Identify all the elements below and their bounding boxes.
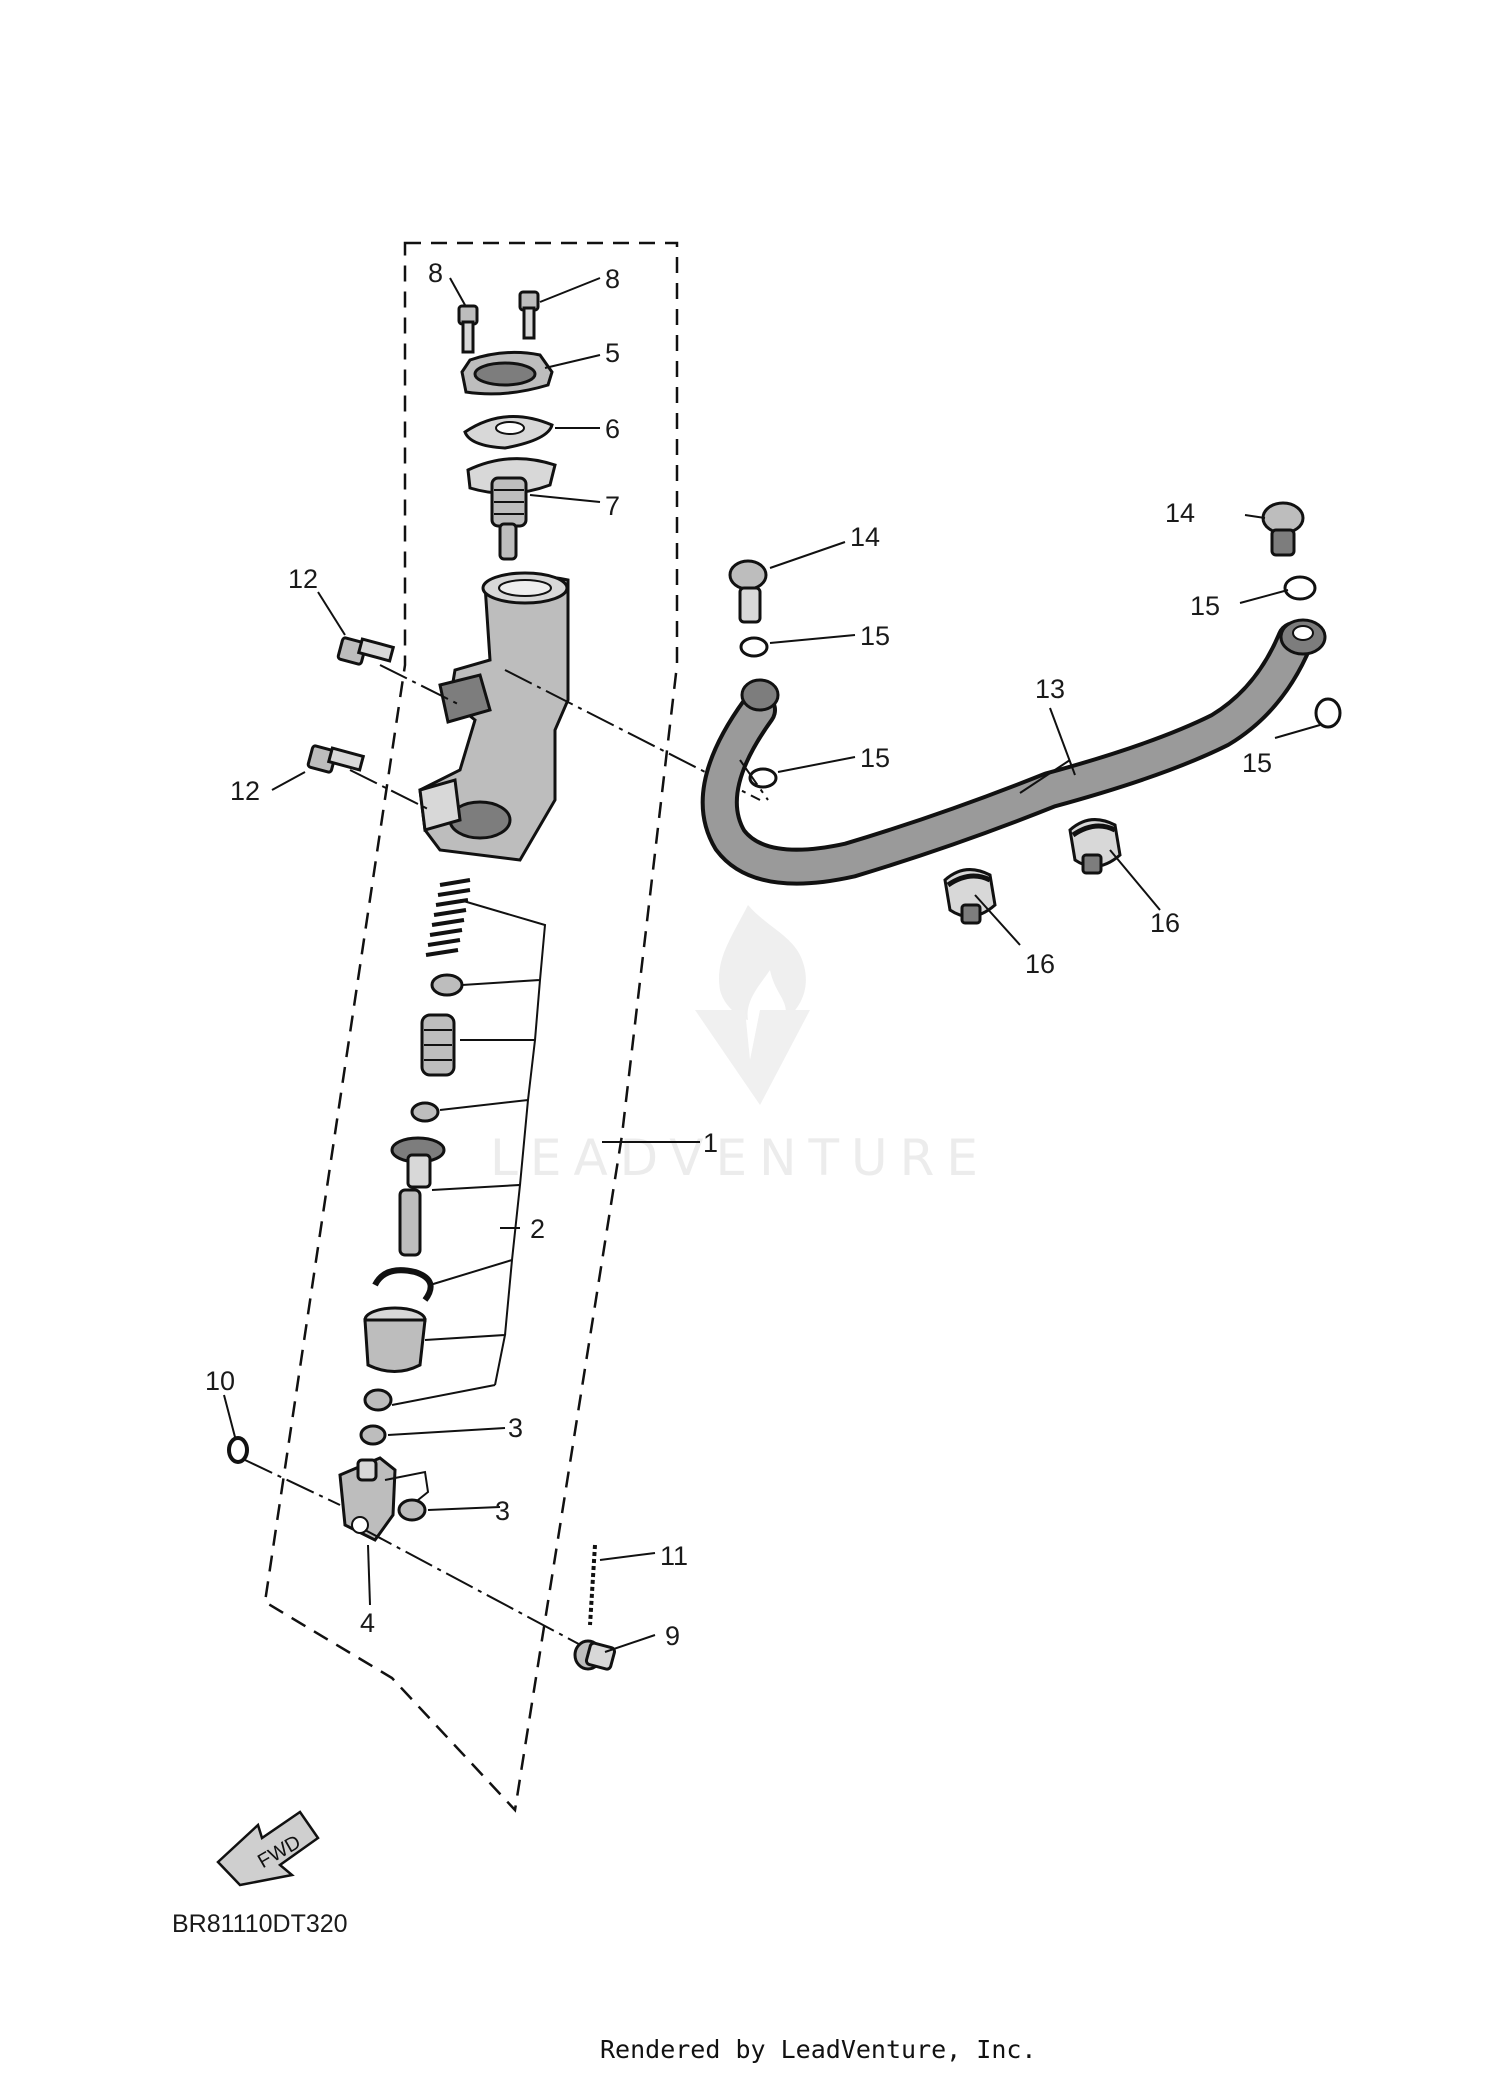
callout-15-d: 15 <box>1242 748 1272 778</box>
callout-15-c: 15 <box>1190 591 1220 621</box>
watermark-text: LEADVENTURE <box>490 1129 990 1187</box>
forward-arrow-icon <box>216 1810 320 1887</box>
callout-12-lower: 12 <box>230 776 260 806</box>
callout-12-upper: 12 <box>288 564 318 594</box>
hose-clamp-16-left <box>943 868 997 925</box>
callout-7: 7 <box>605 491 620 521</box>
callouts: 8 8 5 6 7 12 12 14 14 15 15 15 15 13 16 … <box>205 258 1272 1651</box>
forward-arrow: FWD <box>216 1810 320 1887</box>
washer-15-a <box>739 636 769 658</box>
washer-15-b <box>748 767 778 789</box>
callout-14-right: 14 <box>1165 498 1195 528</box>
mounting-bolt-12-upper <box>336 636 396 666</box>
callout-9: 9 <box>665 1621 680 1651</box>
watermark-flame-icon <box>719 905 806 1020</box>
secondary-seal <box>410 1101 440 1123</box>
callout-15-a: 15 <box>860 621 890 651</box>
locknut-side <box>397 1498 427 1522</box>
washer-15-c <box>1283 575 1317 601</box>
callout-3-lower: 3 <box>495 1496 510 1526</box>
bolt-8-left <box>457 304 479 354</box>
watermark-v-icon <box>695 1010 810 1105</box>
callout-3-upper: 3 <box>508 1413 523 1443</box>
footer-credit: Rendered by LeadVenture, Inc. <box>600 2035 1037 2064</box>
master-cylinder-assembly-boundary <box>263 241 679 1813</box>
callout-11: 11 <box>660 1541 688 1571</box>
callout-5: 5 <box>605 338 620 368</box>
locknut-upper <box>359 1424 387 1446</box>
callout-10: 10 <box>205 1366 235 1396</box>
cotter-pin-11 <box>588 1544 597 1626</box>
clevis <box>338 1456 397 1542</box>
leader-lines <box>223 277 1321 1653</box>
bolt-8-right <box>518 290 540 340</box>
diagram-code: BR81110DT320 <box>172 1910 348 1938</box>
callout-6: 6 <box>605 414 620 444</box>
clevis-pin-bolt-9 <box>573 1639 617 1671</box>
brake-hose <box>700 618 1327 886</box>
mounting-bolt-12-lower <box>306 744 366 774</box>
callout-14-left: 14 <box>850 522 880 552</box>
callout-16-left: 16 <box>1025 949 1055 979</box>
spring-seat <box>430 973 464 997</box>
callout-1: 1 <box>703 1128 718 1158</box>
watermark: LEADVENTURE <box>490 905 990 1187</box>
dust-boot <box>363 1306 427 1373</box>
callout-16-right: 16 <box>1150 908 1180 938</box>
callout-8-left: 8 <box>428 258 443 288</box>
rod-boot <box>363 1388 393 1412</box>
piston <box>390 1136 446 1257</box>
union-bolt-14-right <box>1261 501 1305 557</box>
piston-kit <box>363 878 471 1412</box>
callout-2: 2 <box>530 1214 545 1244</box>
washer-15-d <box>1314 697 1342 729</box>
master-cylinder-body <box>418 571 570 862</box>
hose-clamp-16-right <box>1068 818 1122 875</box>
callout-8-right: 8 <box>605 264 620 294</box>
o-ring-10 <box>227 1436 249 1464</box>
primary-cup <box>420 1013 456 1077</box>
callout-13: 13 <box>1035 674 1065 704</box>
diaphragm <box>466 457 557 561</box>
union-bolt-14-left <box>728 559 768 624</box>
callout-15-b: 15 <box>860 743 890 773</box>
spring <box>425 878 471 957</box>
callout-4: 4 <box>360 1608 375 1638</box>
snap-ring <box>372 1267 434 1302</box>
